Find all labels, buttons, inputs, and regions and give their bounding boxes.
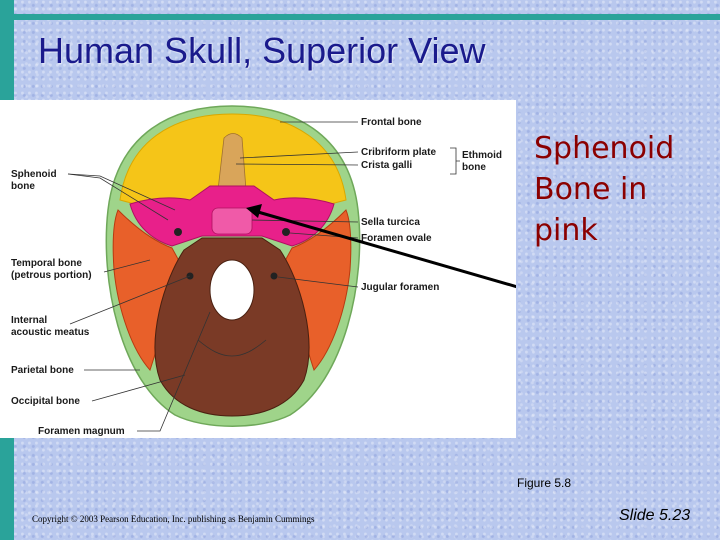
sphenoid-caption: Sphenoid Bone in pink [534, 128, 714, 251]
label-parietal-bone: Parietal bone [11, 365, 74, 376]
label-occipital-bone: Occipital bone [11, 396, 80, 407]
label-sphenoid-bone: Sphenoid bone [11, 169, 59, 192]
label-cribriform-plate: Cribriform plate [361, 147, 436, 158]
skull-illustration: Sphenoid bone Temporal bone (petrous por… [0, 100, 516, 438]
label-ethmoid-bone: Ethmoid bone [462, 150, 505, 173]
slide-number: Slide 5.23 [619, 507, 690, 525]
label-foramen-ovale: Foramen ovale [361, 233, 432, 244]
foramen-ovale-left [174, 228, 182, 236]
jugular-foramen-right [271, 273, 278, 280]
skull-figure: Sphenoid bone Temporal bone (petrous por… [0, 100, 516, 438]
label-internal-acoustic-meatus: Internal acoustic meatus [11, 315, 90, 338]
label-foramen-magnum: Foramen magnum [38, 426, 125, 437]
label-crista-galli: Crista galli [361, 160, 412, 171]
caption-line-3: pink [534, 210, 714, 251]
caption-line-1: Sphenoid [534, 128, 714, 169]
figure-reference: Figure 5.8 [517, 476, 571, 490]
label-jugular-foramen: Jugular foramen [361, 282, 439, 293]
sella-turcica-shape [212, 208, 252, 234]
top-accent-line [14, 14, 720, 20]
label-temporal-bone: Temporal bone (petrous portion) [11, 258, 92, 281]
foramen-magnum-shape [210, 260, 254, 320]
foramen-ovale-right [282, 228, 290, 236]
copyright-notice: Copyright © 2003 Pearson Education, Inc.… [32, 514, 315, 524]
caption-line-2: Bone in [534, 169, 714, 210]
slide-title: Human Skull, Superior View [38, 30, 486, 72]
label-sella-turcica: Sella turcica [361, 217, 420, 228]
label-frontal-bone: Frontal bone [361, 117, 422, 128]
